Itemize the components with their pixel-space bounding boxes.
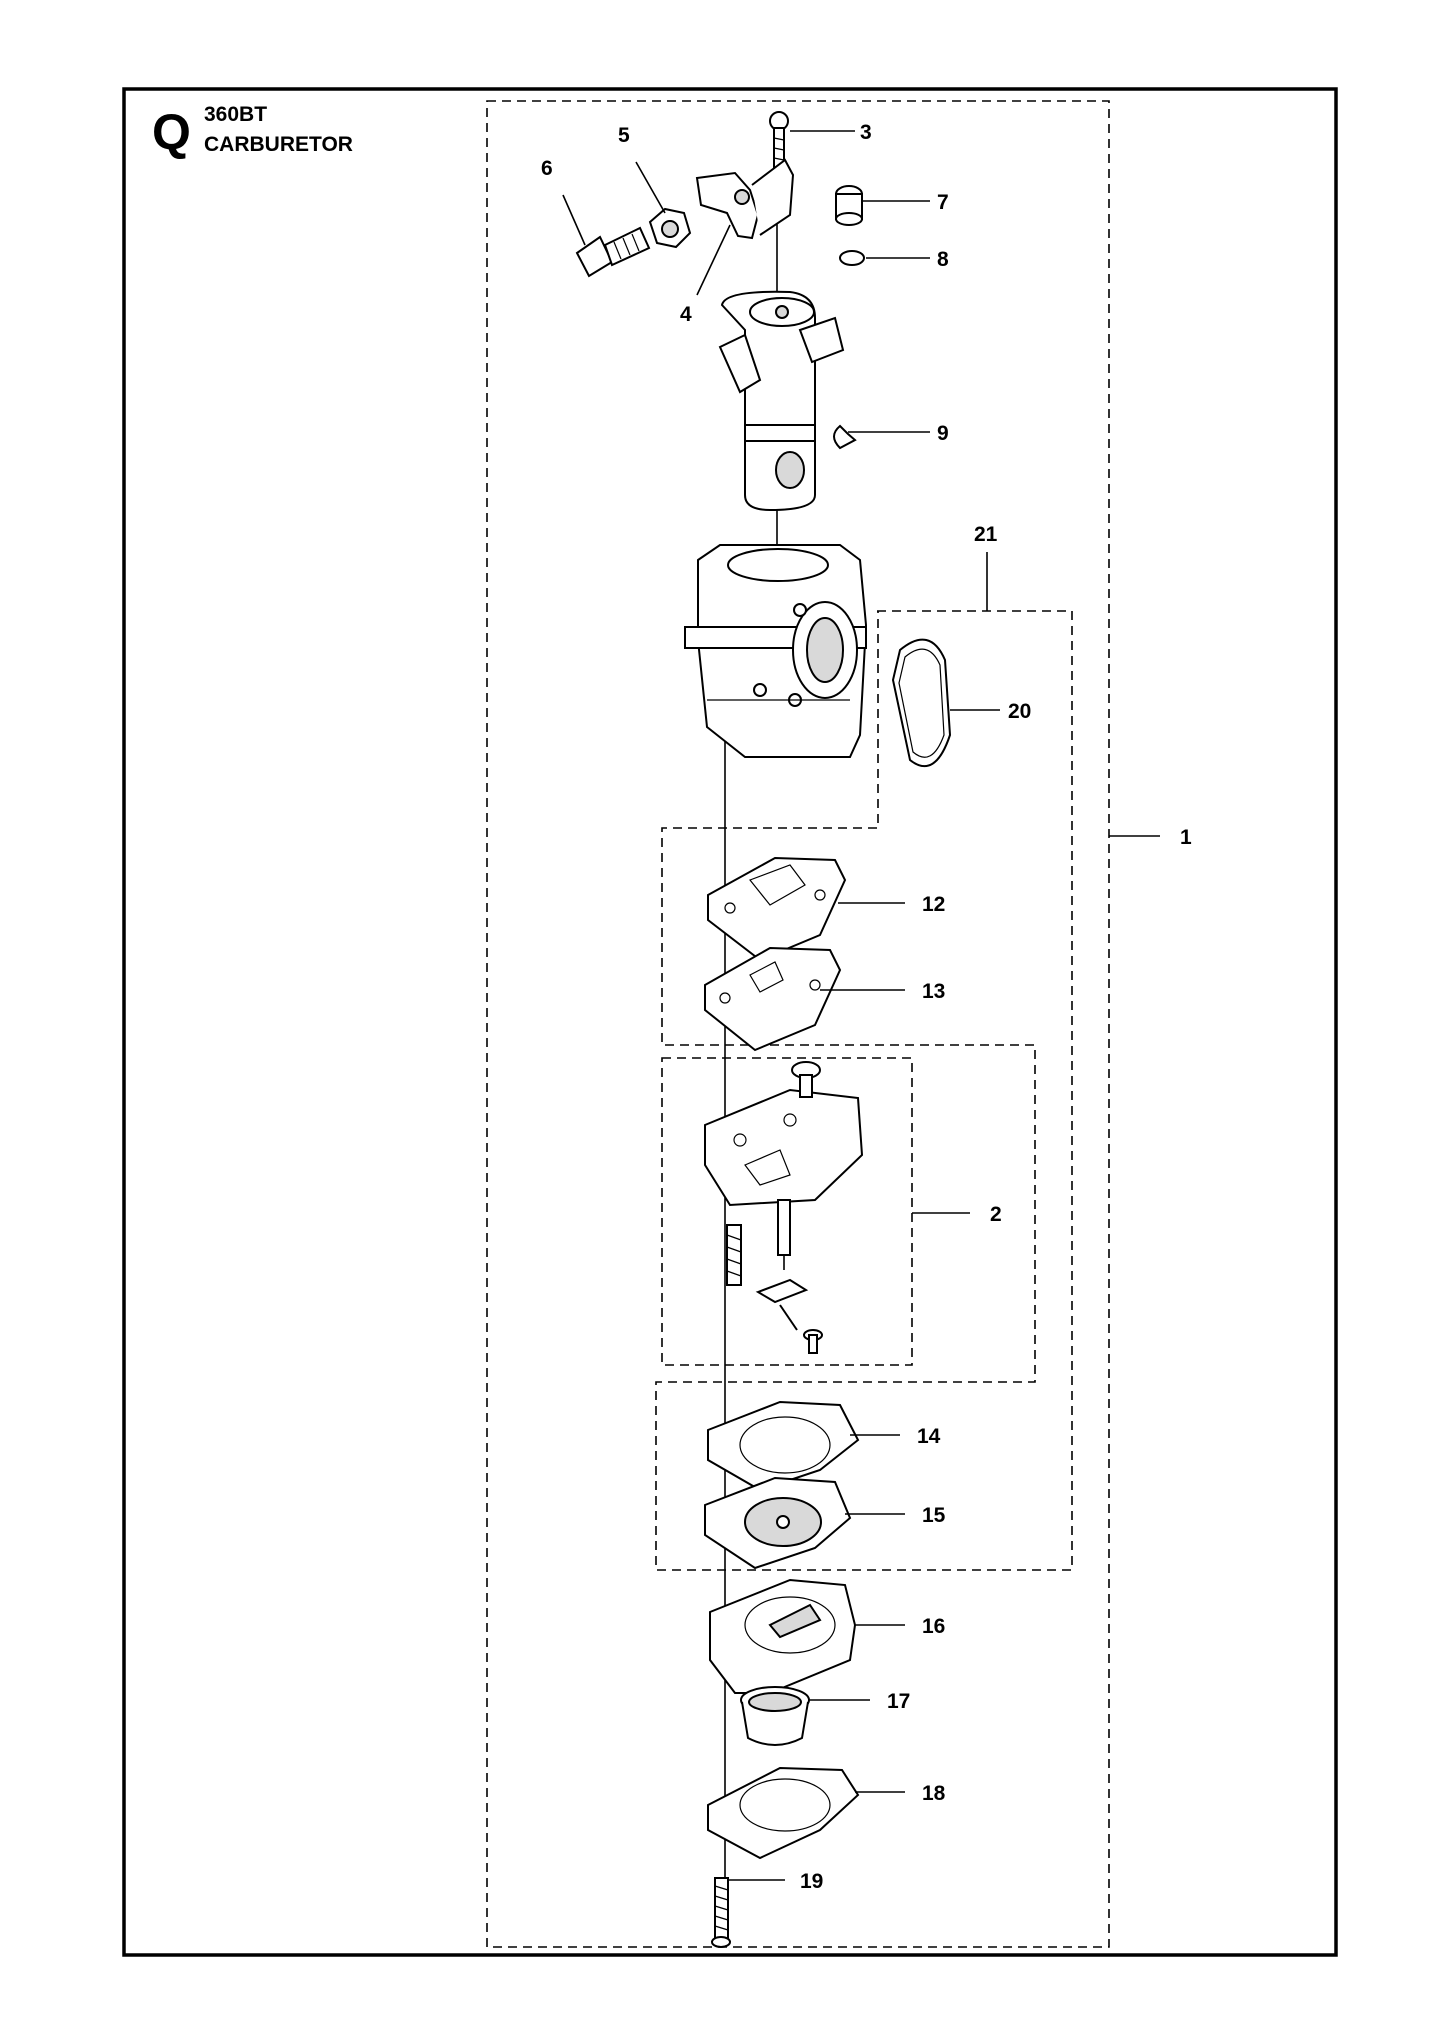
part-nut-5 (648, 207, 692, 249)
callout-21: 21 (974, 523, 998, 546)
group-box-kit-21 (655, 610, 1073, 1571)
callout-4: 4 (680, 303, 692, 326)
part-cover-plate-16 (709, 1578, 857, 1694)
callout-20: 20 (1008, 700, 1031, 723)
callout-8: 8 (937, 248, 949, 271)
part-needle (777, 1199, 791, 1270)
callout-5: 5 (618, 124, 630, 147)
callout-18: 18 (922, 1782, 946, 1805)
callout-17: 17 (887, 1690, 910, 1713)
leader-lines (562, 130, 1160, 1881)
callout-6: 6 (541, 157, 553, 180)
part-carburetor-body (684, 544, 868, 758)
part-long-screw-19 (711, 1877, 731, 1948)
callout-16: 16 (922, 1615, 945, 1638)
callout-1: 1 (1180, 826, 1192, 849)
part-lever (755, 1278, 809, 1331)
part-gasket-13 (704, 946, 842, 1052)
part-lever-screw (803, 1329, 823, 1354)
callout-2: 2 (990, 1203, 1002, 1226)
callout-3: 3 (860, 121, 872, 144)
callout-13: 13 (922, 980, 945, 1003)
model-name: 360BT (204, 103, 268, 126)
callout-15: 15 (922, 1504, 946, 1527)
part-cover-18 (707, 1766, 860, 1860)
part-throttle-shaft (718, 290, 845, 512)
part-cup-17 (740, 1686, 810, 1746)
callout-14: 14 (917, 1425, 941, 1448)
part-diaphragm-15 (704, 1476, 852, 1570)
callout-7: 7 (937, 191, 949, 214)
part-gasket-14 (707, 1400, 860, 1492)
page-border (122, 87, 1338, 1957)
part-pump-body (704, 1061, 864, 1207)
page-title: CARBURETOR (204, 133, 353, 156)
part-ring-8 (839, 250, 865, 266)
part-gasket-ring-20 (891, 638, 952, 768)
part-adjuster-6 (575, 226, 651, 278)
part-bracket-4 (695, 158, 795, 240)
callout-19: 19 (800, 1870, 823, 1893)
callout-9: 9 (937, 422, 949, 445)
group-box-carburetor (486, 100, 1110, 1948)
section-letter: Q (152, 104, 191, 160)
part-screw-3 (769, 111, 789, 169)
part-plug-7 (835, 185, 863, 226)
part-gasket-12 (707, 856, 847, 962)
part-clip-9 (833, 424, 857, 450)
group-box-pump-2 (661, 1057, 913, 1366)
part-spring (726, 1224, 742, 1286)
callout-12: 12 (922, 893, 945, 916)
